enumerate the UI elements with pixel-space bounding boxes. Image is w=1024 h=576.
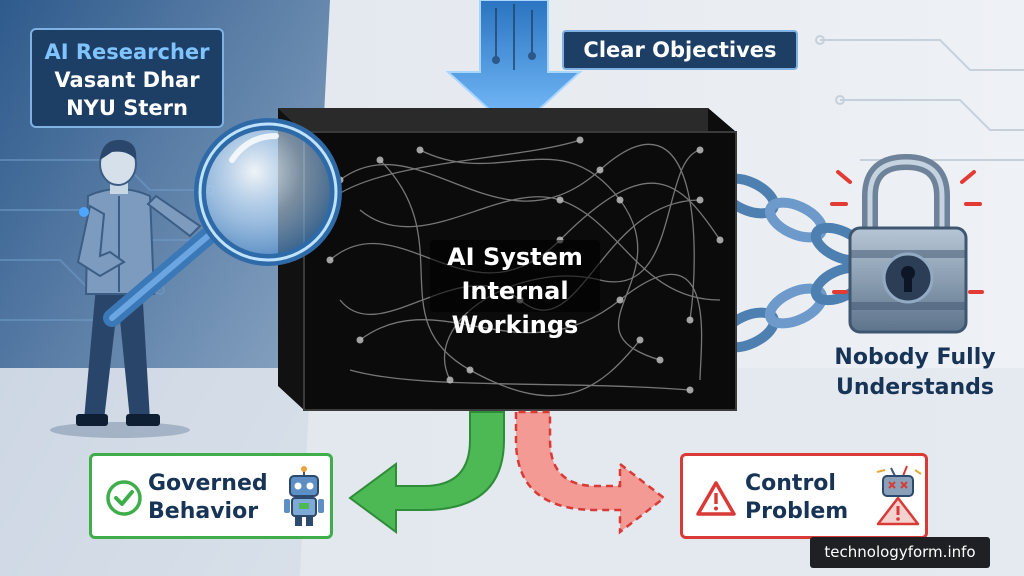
control-line1: Control [745,471,836,496]
robot-icon [284,466,324,526]
control-problem-box: Control Problem [680,453,928,539]
ai-system-line2: Internal Workings [451,277,579,339]
ai-system-line1: AI System [447,243,583,271]
control-line2: Problem [745,499,849,524]
network-tangle [329,139,721,397]
padlock-icon [830,153,984,334]
control-text: Control Problem [745,470,848,526]
watermark-badge: technologyform.info [810,537,990,568]
governed-line2: Behavior [148,499,259,524]
check-icon [106,480,142,516]
objectives-label: Clear Objectives [562,30,798,70]
arrow-down-icon [445,0,583,134]
governed-arrow [348,411,505,534]
governed-line1: Governed [148,471,268,496]
researcher-org: NYU Stern [66,96,188,120]
magnifier-icon [103,118,342,327]
governed-text: Governed Behavior [148,470,268,526]
warning-icon [696,481,736,516]
nobody-line1: Nobody Fully [834,345,996,370]
nobody-understands-label: Nobody Fully Understands [820,343,1010,409]
researcher-role: AI Researcher [44,40,210,64]
nobody-line2: Understands [835,375,994,400]
researcher-label: AI Researcher Vasant Dhar NYU Stern [30,28,224,128]
ai-system-label: AI System Internal Workings [430,240,600,339]
control-problem-arrow [514,410,667,535]
researcher-figure [50,139,202,438]
governed-behavior-box: Governed Behavior [89,453,333,539]
broken-robot-icon [876,465,922,526]
researcher-name: Vasant Dhar [54,68,200,92]
